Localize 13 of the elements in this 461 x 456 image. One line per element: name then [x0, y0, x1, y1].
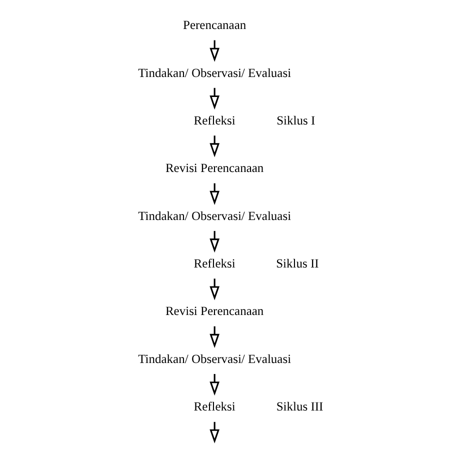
node-text: Perencanaan: [182, 18, 246, 32]
node-text: Revisi Perencanaan: [164, 304, 264, 318]
label: Siklus I: [276, 113, 315, 128]
label: Siklus II: [276, 256, 318, 270]
label: Siklus III: [276, 400, 323, 414]
node-text: Tindakan/ Observasi/ Evaluasi: [138, 66, 291, 80]
node-text: Revisi Perencanaan: [164, 161, 264, 176]
node-text: Refleksi: [193, 400, 235, 414]
node-text: Tindakan/ Observasi/ Evaluasi: [138, 352, 291, 366]
node-text: Tindakan/ Observasi/ Evaluasi: [138, 208, 291, 223]
arrow: [209, 40, 220, 62]
node-text: Refleksi: [193, 256, 235, 270]
node-text: Refleksi: [193, 113, 235, 128]
